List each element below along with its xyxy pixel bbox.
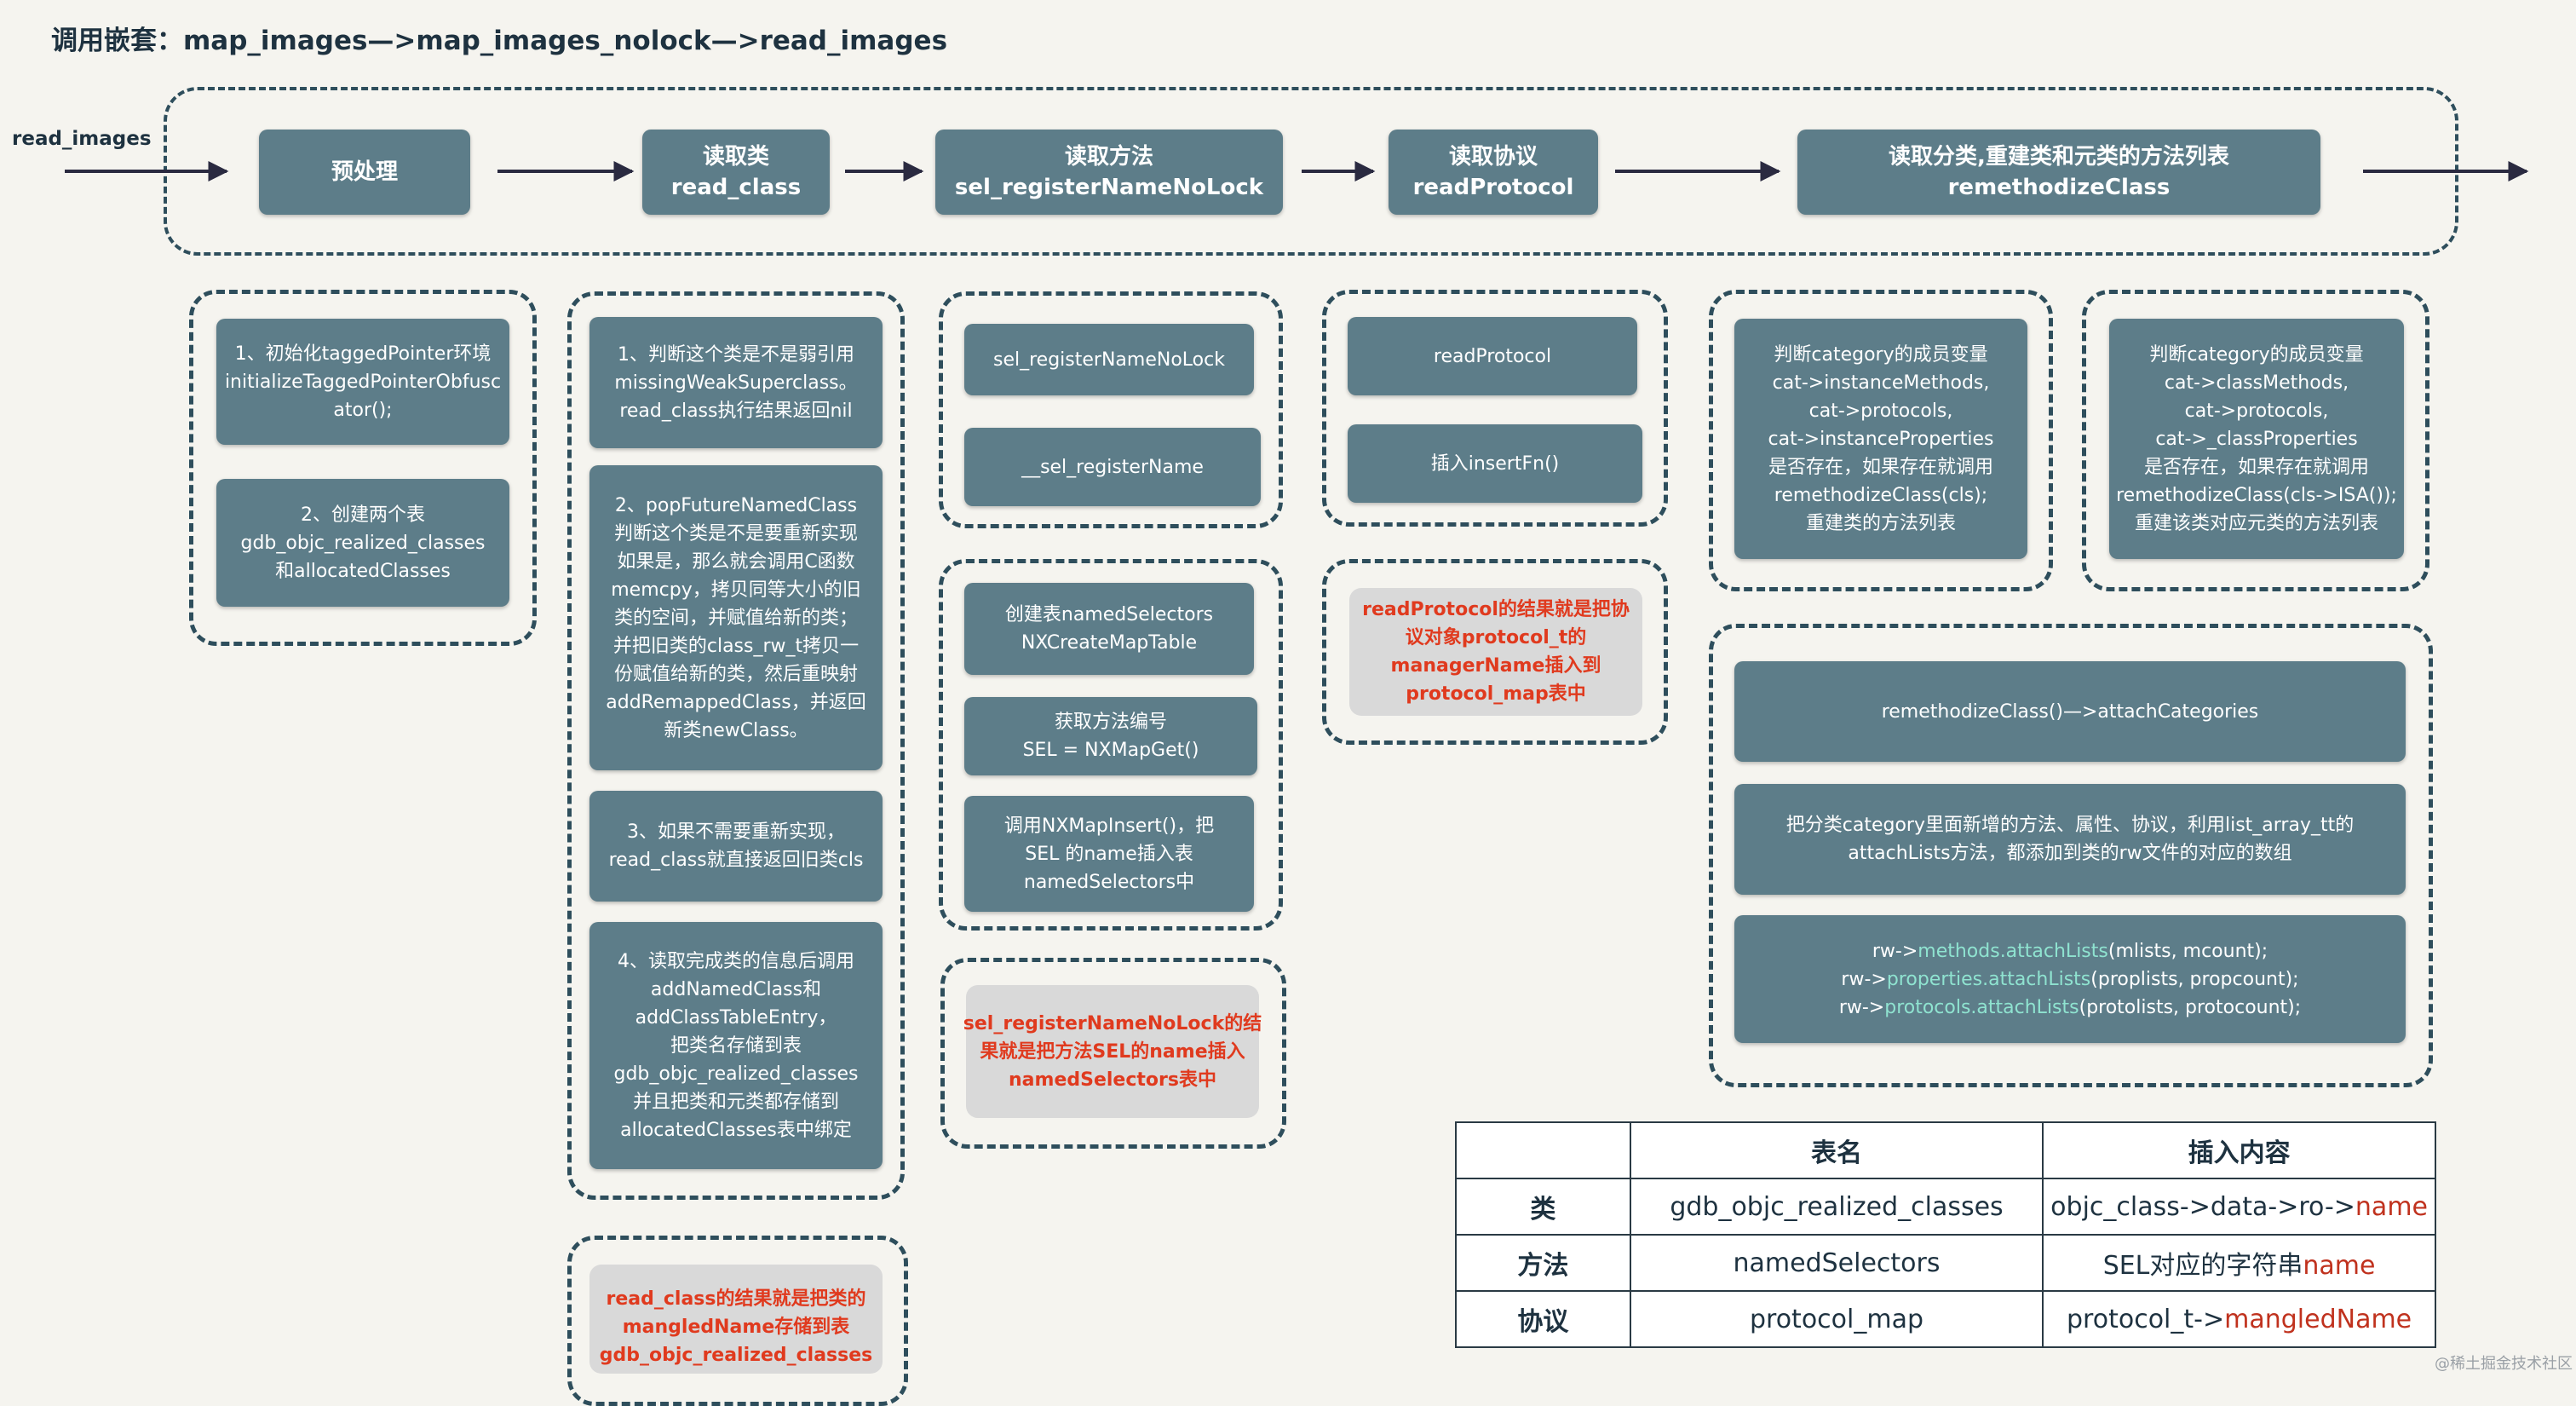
attach-categories-title-box: remethodizeClass()—>attachCategories xyxy=(1734,661,2406,762)
pipeline-arrows xyxy=(65,161,2529,182)
table-header-cell xyxy=(1455,1121,1631,1179)
table-cell-name: gdb_objc_realized_classes xyxy=(1629,1178,2044,1236)
entry-label: read_images xyxy=(12,128,152,150)
read-class-note: read_class的结果就是把类的 mangledName存储到表 gdb_o… xyxy=(589,1265,883,1374)
read-class-item-4: 4、读取完成类的信息后调用 addNamedClass和 addClassTab… xyxy=(589,922,883,1169)
code-line-properties: rw->properties.attachLists(proplists, pr… xyxy=(1841,968,2299,990)
read-protocol-box: readProtocol xyxy=(1348,317,1637,395)
step-sublabel: remethodizeClass xyxy=(1947,175,2171,200)
sel-note-group xyxy=(940,958,1286,1149)
step-sublabel: sel_registerNameNoLock xyxy=(954,175,1264,200)
code-line-protocols: rw->protocols.attachLists(protolists, pr… xyxy=(1838,996,2302,1018)
sel-get-box: 获取方法编号 SEL = NXMapGet() xyxy=(964,697,1257,775)
watermark: @稀土掘金技术社区 xyxy=(2435,1355,2573,1373)
table-cell-name: namedSelectors xyxy=(1629,1234,2044,1292)
step-remethodize: 读取分类,重建类和元类的方法列表 remethodizeClass xyxy=(1797,130,2320,215)
table-row: 方法 namedSelectors SEL对应的字符串name xyxy=(1455,1234,2436,1292)
sel-group-bottom xyxy=(939,559,1283,931)
attach-lists-code-box: rw->methods.attachLists(mlists, mcount);… xyxy=(1734,915,2406,1043)
protocol-group xyxy=(1322,290,1668,527)
step-label: 读取方法 xyxy=(1064,143,1153,170)
protocol-note: readProtocol的结果就是把协 议对象protocol_t的 manag… xyxy=(1349,588,1642,716)
attach-lists-desc-box: 把分类category里面新增的方法、属性、协议，利用list_array_tt… xyxy=(1734,784,2406,895)
step-label: 预处理 xyxy=(331,158,398,185)
protocol-note-group xyxy=(1322,559,1668,745)
category-instance-group xyxy=(1709,290,2053,591)
sel-register-box: sel_registerNameNoLock xyxy=(964,324,1254,395)
table-row: 协议 protocol_map protocol_t->mangledName xyxy=(1455,1290,2436,1348)
table-row-label: 类 xyxy=(1455,1178,1631,1236)
table-header-row: 表名 插入内容 xyxy=(1455,1121,2436,1179)
step-label: 读取分类,重建类和元类的方法列表 xyxy=(1889,143,2229,170)
step-read-protocol: 读取协议 readProtocol xyxy=(1389,130,1598,215)
step-sublabel: readProtocol xyxy=(1412,175,1574,200)
preprocess-item-2: 2、创建两个表 gdb_objc_realized_classes 和alloc… xyxy=(216,479,509,607)
category-class-group xyxy=(2082,290,2429,591)
page-title: 调用嵌套：map_images—>map_images_nolock—>read… xyxy=(51,26,948,56)
preprocess-item-1: 1、初始化taggedPointer环境 initializeTaggedPoi… xyxy=(216,319,509,445)
read-class-group xyxy=(567,291,905,1200)
step-label: 读取协议 xyxy=(1448,143,1538,170)
table-row: 类 gdb_objc_realized_classes objc_class->… xyxy=(1455,1178,2436,1236)
step-sublabel: read_class xyxy=(670,175,802,200)
table-row-label: 协议 xyxy=(1455,1290,1631,1348)
code-line-methods: rw->methods.attachLists(mlists, mcount); xyxy=(1872,940,2268,962)
attach-categories-group xyxy=(1709,624,2433,1087)
sel-note: sel_registerNameNoLock的结 果就是把方法SEL的name插… xyxy=(963,985,1262,1118)
insert-fn-box: 插入insertFn() xyxy=(1348,424,1642,503)
summary-table: 表名 插入内容 类 gdb_objc_realized_classes objc… xyxy=(1455,1121,2436,1348)
category-class-box: 判断category的成员变量 cat->classMethods, cat->… xyxy=(2109,319,2404,559)
preprocess-group xyxy=(189,290,537,646)
table-cell-content: protocol_t->mangledName xyxy=(2042,1290,2436,1348)
sel-insert-box: 调用NXMapInsert()，把 SEL 的name插入表 namedSele… xyxy=(964,796,1254,912)
table-row-label: 方法 xyxy=(1455,1234,1631,1292)
sel-create-table-box: 创建表namedSelectors NXCreateMapTable xyxy=(964,583,1254,675)
read-class-item-1: 1、判断这个类是不是弱引用 missingWeakSuperclass。 rea… xyxy=(589,317,883,448)
category-instance-box: 判断category的成员变量 cat->instanceMethods, ca… xyxy=(1734,319,2027,559)
step-label: 读取类 xyxy=(702,143,769,170)
table-cell-content: objc_class->data->ro->name xyxy=(2042,1178,2436,1236)
table-header-cell: 表名 xyxy=(1629,1121,2044,1179)
step-read-method: 读取方法 sel_registerNameNoLock xyxy=(935,130,1283,215)
table-header-cell: 插入内容 xyxy=(2042,1121,2436,1179)
read-class-item-3: 3、如果不需要重新实现， read_class就直接返回旧类cls xyxy=(589,791,883,902)
sel-group-top xyxy=(939,291,1283,528)
step-preprocess: 预处理 xyxy=(259,130,470,215)
table-cell-content: SEL对应的字符串name xyxy=(2042,1234,2436,1292)
read-class-item-2: 2、popFutureNamedClass 判断这个类是不是要重新实现 如果是，… xyxy=(589,465,883,770)
table-cell-name: protocol_map xyxy=(1629,1290,2044,1348)
sel-internal-register-box: __sel_registerName xyxy=(964,428,1261,506)
step-read-class: 读取类 read_class xyxy=(642,130,830,215)
